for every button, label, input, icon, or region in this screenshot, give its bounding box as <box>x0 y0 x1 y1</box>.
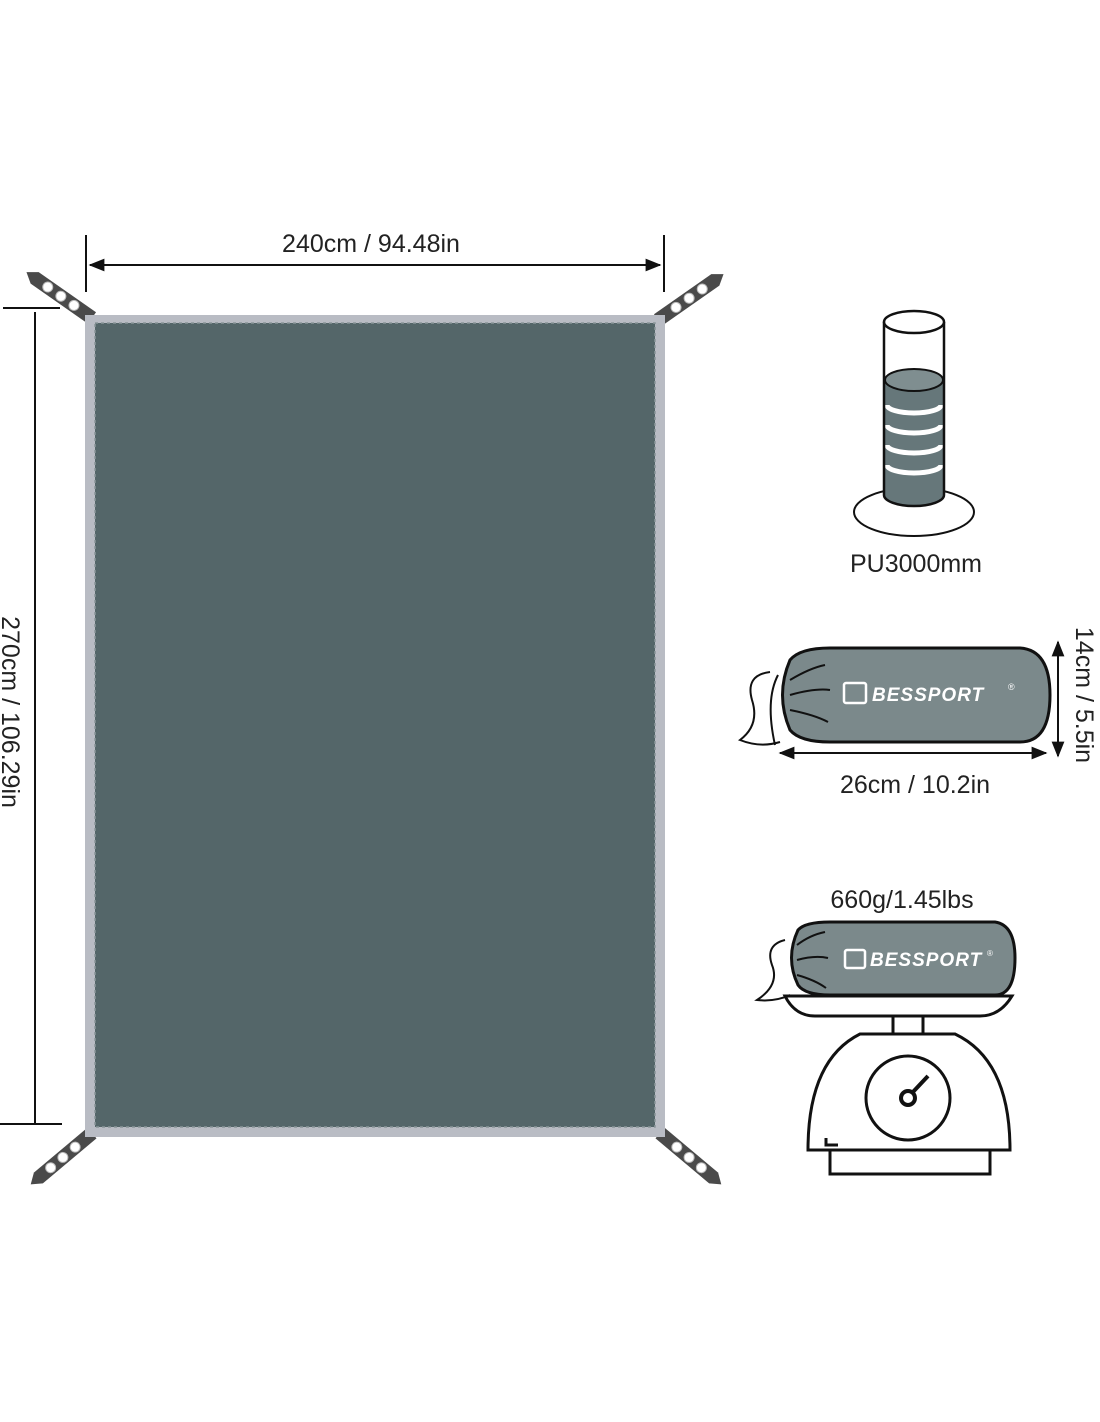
weight-illustration: 660g/1.45lbs BESSPORT ® <box>754 886 1017 1176</box>
corner-strap-bottom-right <box>655 1127 727 1191</box>
waterproof-rating-icon: PU3000mm <box>850 309 982 578</box>
brand-name: BESSPORT <box>872 685 985 706</box>
corner-strap-top-left <box>21 265 97 325</box>
brand-logo: BESSPORT ® <box>842 681 1015 706</box>
corner-strap-top-right <box>653 267 729 327</box>
packed-size-illustration: BESSPORT ® 26cm / 10.2in 14cm / 5.5in <box>737 627 1098 799</box>
weight-brand-name: BESSPORT <box>870 950 983 971</box>
packed-length-label: 26cm / 10.2in <box>840 771 990 799</box>
waterproof-label: PU3000mm <box>850 550 982 578</box>
tarp-illustration <box>21 265 729 1191</box>
tarp-fabric <box>94 322 656 1128</box>
packed-height-label: 14cm / 5.5in <box>1070 627 1098 763</box>
weight-label: 660g/1.45lbs <box>830 886 973 914</box>
tarp-width-dimension: 240cm / 94.48in <box>85 230 665 292</box>
registered-mark: ® <box>1008 682 1015 692</box>
tarp-width-label: 240cm / 94.48in <box>282 230 460 258</box>
tarp-length-dimension: 270cm / 106.29in <box>0 307 62 1125</box>
weight-registered-mark: ® <box>987 949 993 958</box>
tarp-length-label: 270cm / 106.29in <box>0 616 24 808</box>
